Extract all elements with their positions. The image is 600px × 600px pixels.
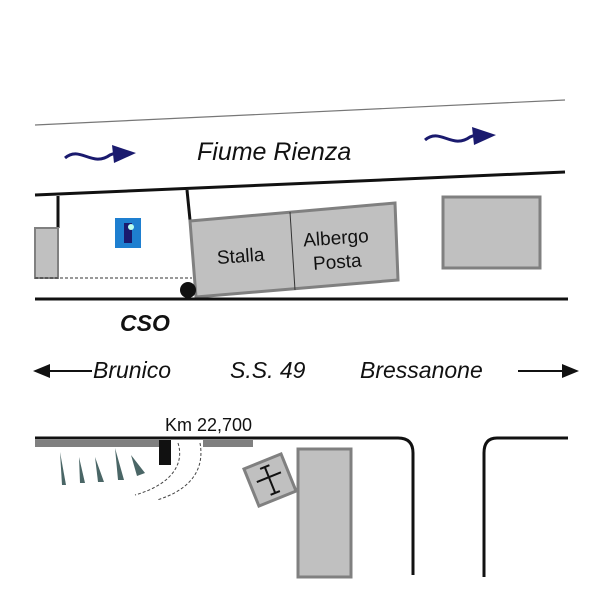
building-stalla-albergo — [188, 201, 400, 299]
river-flow-arrow-icon — [424, 132, 479, 143]
arrow-head-icon — [472, 127, 496, 145]
driveway-dashed — [134, 442, 181, 496]
arrow-left-icon — [33, 364, 92, 378]
tree-icon — [79, 457, 85, 483]
cross-icon — [256, 464, 282, 496]
road-edge — [35, 436, 415, 575]
wall — [35, 440, 160, 447]
building-divider — [289, 211, 296, 291]
river-flow-arrow-icon — [64, 150, 119, 161]
road-east-label: Bressanone — [360, 357, 483, 383]
building-albergo-label: Albergo — [303, 226, 370, 252]
chapel — [242, 452, 298, 508]
km-post — [159, 440, 171, 465]
side-road-edge — [482, 436, 568, 577]
building-posta-label: Posta — [312, 250, 362, 274]
arrow-right-icon — [518, 364, 579, 378]
building — [441, 195, 542, 270]
parking-icon — [115, 218, 141, 248]
road-name-label: S.S. 49 — [230, 357, 306, 383]
tree-icon — [131, 455, 145, 476]
wall — [203, 440, 253, 447]
driveway-dashed — [156, 442, 202, 501]
building — [296, 447, 353, 579]
building — [34, 227, 59, 279]
river-bank-line — [34, 99, 566, 126]
tree-icon — [115, 448, 124, 480]
boundary-line — [185, 189, 192, 221]
tree-icon — [60, 452, 66, 485]
cso-label: CSO — [120, 310, 170, 336]
river-label: Fiume Rienza — [197, 138, 351, 166]
cso-marker[interactable] — [180, 282, 196, 298]
tree-icon — [95, 457, 104, 482]
boundary-line — [34, 170, 566, 197]
road-west-label: Brunico — [93, 357, 171, 383]
building-stalla-label: Stalla — [216, 245, 265, 269]
arrow-head-icon — [112, 145, 136, 163]
km-marker-label: Km 22,700 — [165, 415, 252, 435]
trees — [60, 448, 145, 485]
